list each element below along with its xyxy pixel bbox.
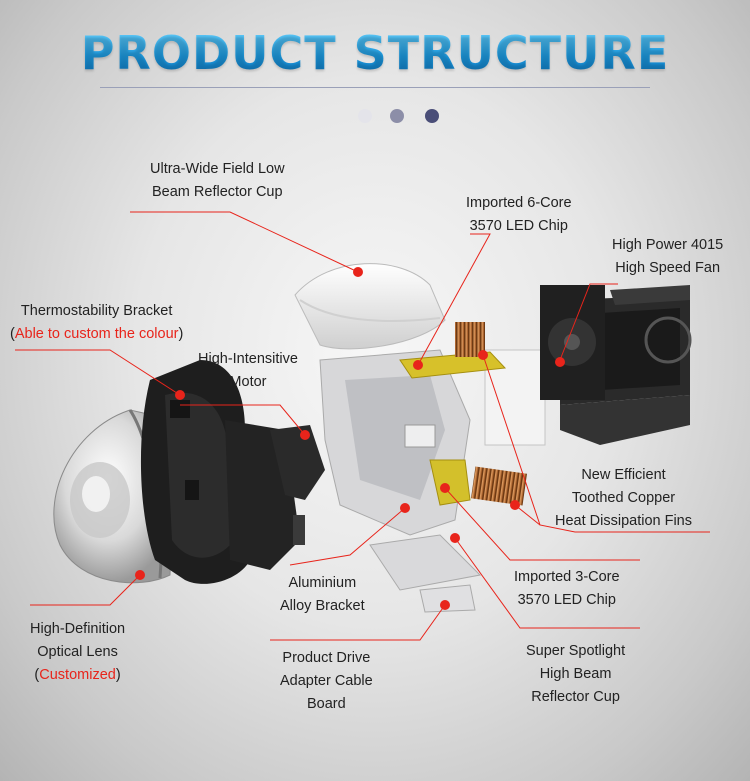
carousel-dot-3[interactable]: [425, 109, 439, 123]
label-3core-led-line1: Imported 3-Core: [514, 569, 620, 585]
low-beam-reflector-cup: [294, 263, 446, 350]
cooling-fan: [540, 285, 692, 445]
label-alu-line1: Aluminium: [288, 575, 357, 591]
label-copper-line3: Heat Dissipation Fins: [555, 513, 692, 529]
drive-board: [419, 584, 476, 613]
leader-lines: [15, 211, 710, 641]
label-alu-line2: Alloy Bracket: [280, 598, 365, 614]
thermostability-bracket: [140, 360, 250, 584]
callout-markers: [135, 267, 565, 610]
label-copper-line2: Toothed Copper: [571, 490, 676, 506]
label-bracket-line1: Thermostability Bracket: [20, 303, 173, 319]
carousel-dot-2[interactable]: [390, 109, 404, 123]
label-drive-line2: Adapter Cable: [280, 673, 373, 689]
label-fan-line1: High Power 4015: [612, 237, 724, 253]
label-copper-fins: New Efficient Toothed Copper Heat Dissip…: [555, 464, 692, 533]
label-bracket-note: Able to custom the colour: [14, 326, 179, 342]
label-high-beam-line3: Reflector Cup: [531, 689, 620, 705]
label-copper-line1: New Efficient: [581, 467, 666, 483]
label-drive-board: Product Drive Adapter Cable Board: [280, 647, 373, 716]
label-low-beam-cup: Ultra-Wide Field Low Beam Reflector Cup: [150, 158, 285, 204]
high-beam-reflector-cup: [369, 534, 482, 591]
label-motor-line1: High-Intensitive: [198, 351, 298, 367]
carousel-dot-1[interactable]: [358, 109, 372, 123]
label-lens-note: Customized: [39, 667, 116, 683]
paren-open: (: [34, 667, 40, 683]
label-drive-line1: Product Drive: [282, 650, 371, 666]
label-low-beam-cup-line2: Beam Reflector Cup: [152, 184, 283, 200]
label-motor-line2: Motor: [229, 374, 267, 390]
label-low-beam-cup-line1: Ultra-Wide Field Low: [150, 161, 285, 177]
motor-housing: [225, 420, 325, 570]
label-bracket: Thermostability Bracket (Able to custom …: [10, 300, 183, 346]
label-fan: High Power 4015 High Speed Fan: [612, 234, 723, 280]
label-6core-led-line1: Imported 6-Core: [466, 195, 572, 211]
aluminium-frame: [319, 349, 471, 536]
label-high-beam-cup: Super Spotlight High Beam Reflector Cup: [526, 640, 625, 709]
label-3core-led-line2: 3570 LED Chip: [517, 592, 616, 608]
label-lens-line1: High-Definition: [30, 621, 126, 637]
paren-close: ): [115, 667, 121, 683]
label-optical-lens: High-Definition Optical Lens (Customized…: [30, 618, 125, 687]
page-title: PRODUCT STRUCTURE: [0, 26, 750, 80]
label-6core-led-line2: 3570 LED Chip: [469, 218, 568, 234]
title-divider: [100, 87, 650, 88]
copper-fins-bottom: [471, 466, 527, 506]
label-6core-led: Imported 6-Core 3570 LED Chip: [466, 192, 572, 238]
label-3core-led: Imported 3-Core 3570 LED Chip: [514, 566, 620, 612]
paren-close: ): [178, 326, 184, 342]
label-aluminium-bracket: Aluminium Alloy Bracket: [280, 572, 365, 618]
label-lens-line2: Optical Lens: [37, 644, 118, 660]
label-motor: High-Intensitive Motor: [198, 348, 298, 394]
paren-open: (: [10, 326, 15, 342]
led-board-bottom: [429, 459, 471, 506]
label-high-beam-line2: High Beam: [539, 666, 612, 682]
label-high-beam-line1: Super Spotlight: [526, 643, 626, 659]
label-drive-line3: Board: [307, 696, 346, 712]
label-fan-line2: High Speed Fan: [615, 260, 721, 276]
